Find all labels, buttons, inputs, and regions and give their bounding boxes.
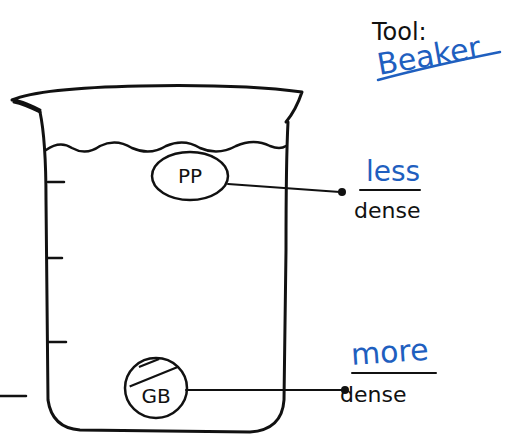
underline (352, 372, 436, 374)
leader-line (228, 184, 340, 192)
density-answer: less (366, 158, 420, 186)
leader-line (186, 389, 343, 391)
density-word: dense (354, 200, 420, 222)
density-answer: more (350, 335, 430, 370)
beaker-rim (12, 86, 302, 122)
graduation-marks (48, 182, 66, 342)
underline (360, 189, 420, 191)
sample-circle: PP (150, 150, 230, 202)
sample-label: PP (178, 166, 202, 186)
sample-circle: GB (123, 356, 189, 420)
density-word: dense (340, 384, 406, 406)
beaker-body (40, 112, 288, 432)
beaker-lip (14, 102, 40, 112)
stray-line (0, 395, 26, 398)
water-surface (46, 142, 286, 152)
tool-heading: Tool: (372, 20, 427, 44)
leader-dot (338, 188, 346, 196)
sample-label: GB (141, 386, 170, 406)
